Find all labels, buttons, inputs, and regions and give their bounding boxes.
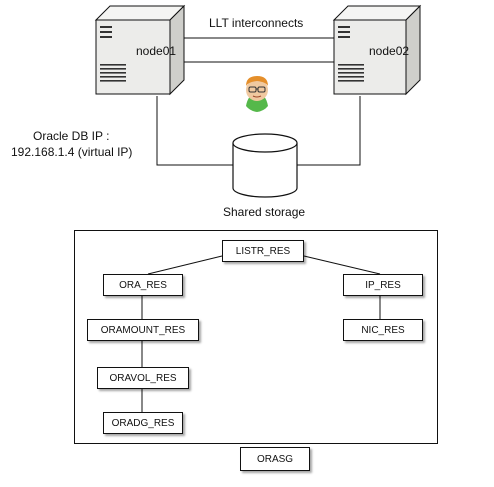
- link-listr-ora: [147, 255, 223, 275]
- virtual-ip-line2: 192.168.1.4 (virtual IP): [11, 145, 133, 159]
- resource-oramount: ORAMOUNT_RES: [87, 319, 199, 341]
- resource-nic: NIC_RES: [343, 319, 423, 341]
- server-icon: [332, 4, 422, 96]
- node01-label: node01: [136, 44, 177, 58]
- resource-oradg: ORADG_RES: [103, 412, 183, 434]
- service-group-frame: [74, 230, 438, 444]
- resource-ip: IP_RES: [343, 274, 423, 296]
- service-group-label: ORASG: [240, 447, 310, 471]
- link-listr-ip: [303, 255, 381, 275]
- node02-label: node02: [369, 44, 410, 58]
- node01-storage-link: [156, 96, 233, 166]
- resource-ora: ORA_RES: [103, 274, 183, 296]
- resource-oravol: ORAVOL_RES: [97, 367, 189, 389]
- interconnect-label: LLT interconnects: [209, 16, 304, 30]
- server-icon: [94, 4, 186, 96]
- storage-label: Shared storage: [223, 205, 306, 219]
- virtual-ip-line1: Oracle DB IP :: [33, 129, 110, 143]
- resource-listr: LISTR_RES: [222, 240, 304, 262]
- node02-storage-link: [297, 96, 361, 166]
- disk-icon: [232, 133, 298, 198]
- person-avatar-icon: [246, 76, 268, 112]
